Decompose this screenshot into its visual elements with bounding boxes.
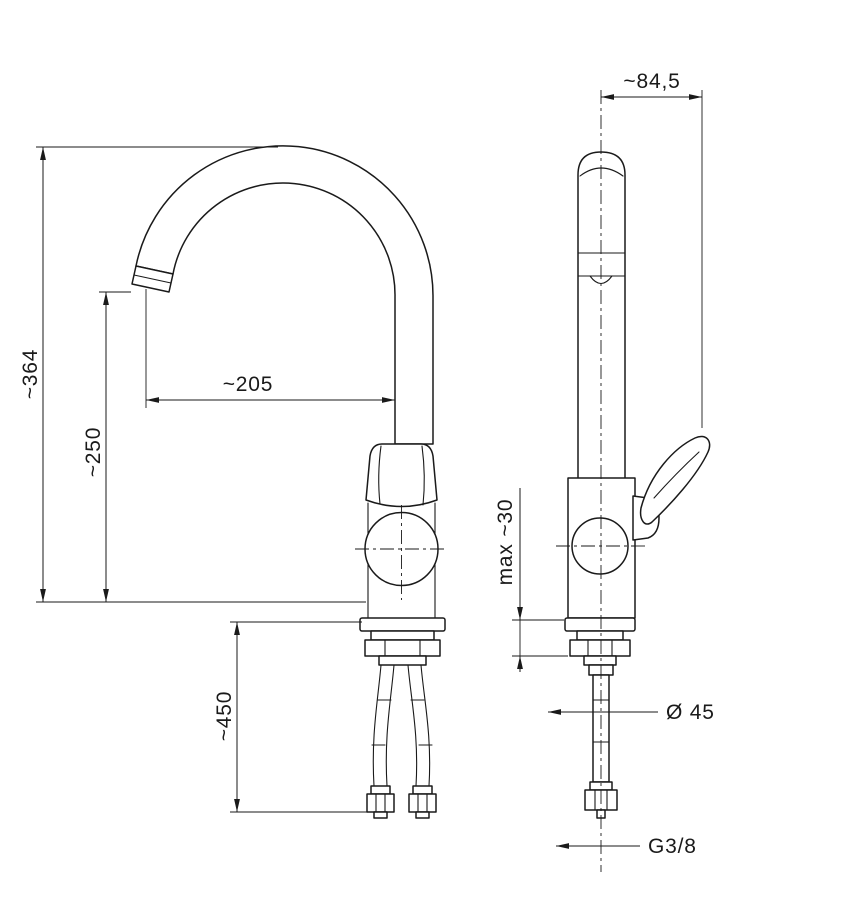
handle-lever-side [639, 435, 711, 525]
hose-left-fitting-nut [366, 793, 395, 813]
dim-label-outlet-height: ~250 [82, 427, 105, 478]
dimension-spout-reach: ~205 [145, 289, 395, 408]
dim-label-max-mounting-thickness: max ~30 [494, 499, 517, 586]
dim-label-connection-thread: G3/8 [648, 835, 697, 858]
dim-label-handle-projection: ~84,5 [623, 70, 680, 93]
dimension-handle-projection: ~84,5 [601, 70, 703, 428]
centerlines [355, 90, 646, 872]
spout-tube-outline [135, 145, 434, 445]
handle-cap-inner-right [421, 445, 425, 506]
base-flange-front [359, 617, 446, 632]
handle-cap-inner-left [378, 445, 382, 505]
front-view [131, 145, 446, 819]
mounting-nut-side [569, 639, 631, 657]
aerator-step-line [133, 274, 172, 284]
hose-right-fitting-collar [412, 785, 433, 795]
dimension-connection-thread: G3/8 [556, 835, 697, 858]
hose-left-fitting-collar [370, 785, 391, 795]
base-flange-side [564, 617, 636, 632]
pipe-nut-facets-side [594, 789, 608, 811]
dimension-base-diameter: Ø 45 [548, 701, 715, 724]
hose-right-fitting-stub [415, 811, 430, 819]
hose-left-nut-facets [375, 793, 386, 813]
nut-facet-lines-side [587, 639, 613, 657]
base-band-side [576, 630, 624, 641]
dimension-hose-length: ~450 [213, 621, 368, 813]
dimension-total-height: ~364 [19, 146, 366, 603]
base-band-front [370, 630, 435, 641]
dimension-outlet-height: ~250 [82, 291, 131, 602]
hose-right-outer [420, 664, 431, 787]
spout-column-side [577, 151, 626, 479]
dim-label-hose-length: ~450 [213, 691, 236, 742]
handle-cap-front [365, 443, 438, 508]
hose-right-nut-facets [417, 793, 428, 813]
handle-lever-inner-line [653, 451, 700, 499]
dim-label-total-height: ~364 [19, 349, 42, 400]
nut-facet-lines-front [384, 639, 421, 657]
base-shank-front [378, 655, 427, 666]
dim-label-base-diameter: Ø 45 [666, 701, 715, 724]
hose-left-outer [372, 664, 382, 787]
hose-right-inner [407, 664, 418, 787]
hose-left-inner [385, 664, 395, 787]
base-shank-side [583, 655, 617, 666]
hose-right-fitting-nut [408, 793, 437, 813]
hose-left-fitting-stub [373, 811, 388, 819]
mounting-nut-front [364, 639, 441, 657]
dim-label-spout-reach: ~205 [223, 373, 274, 396]
dimension-max-mounting-thickness: max ~30 [494, 488, 568, 672]
hose-braid-ticks [371, 699, 433, 746]
